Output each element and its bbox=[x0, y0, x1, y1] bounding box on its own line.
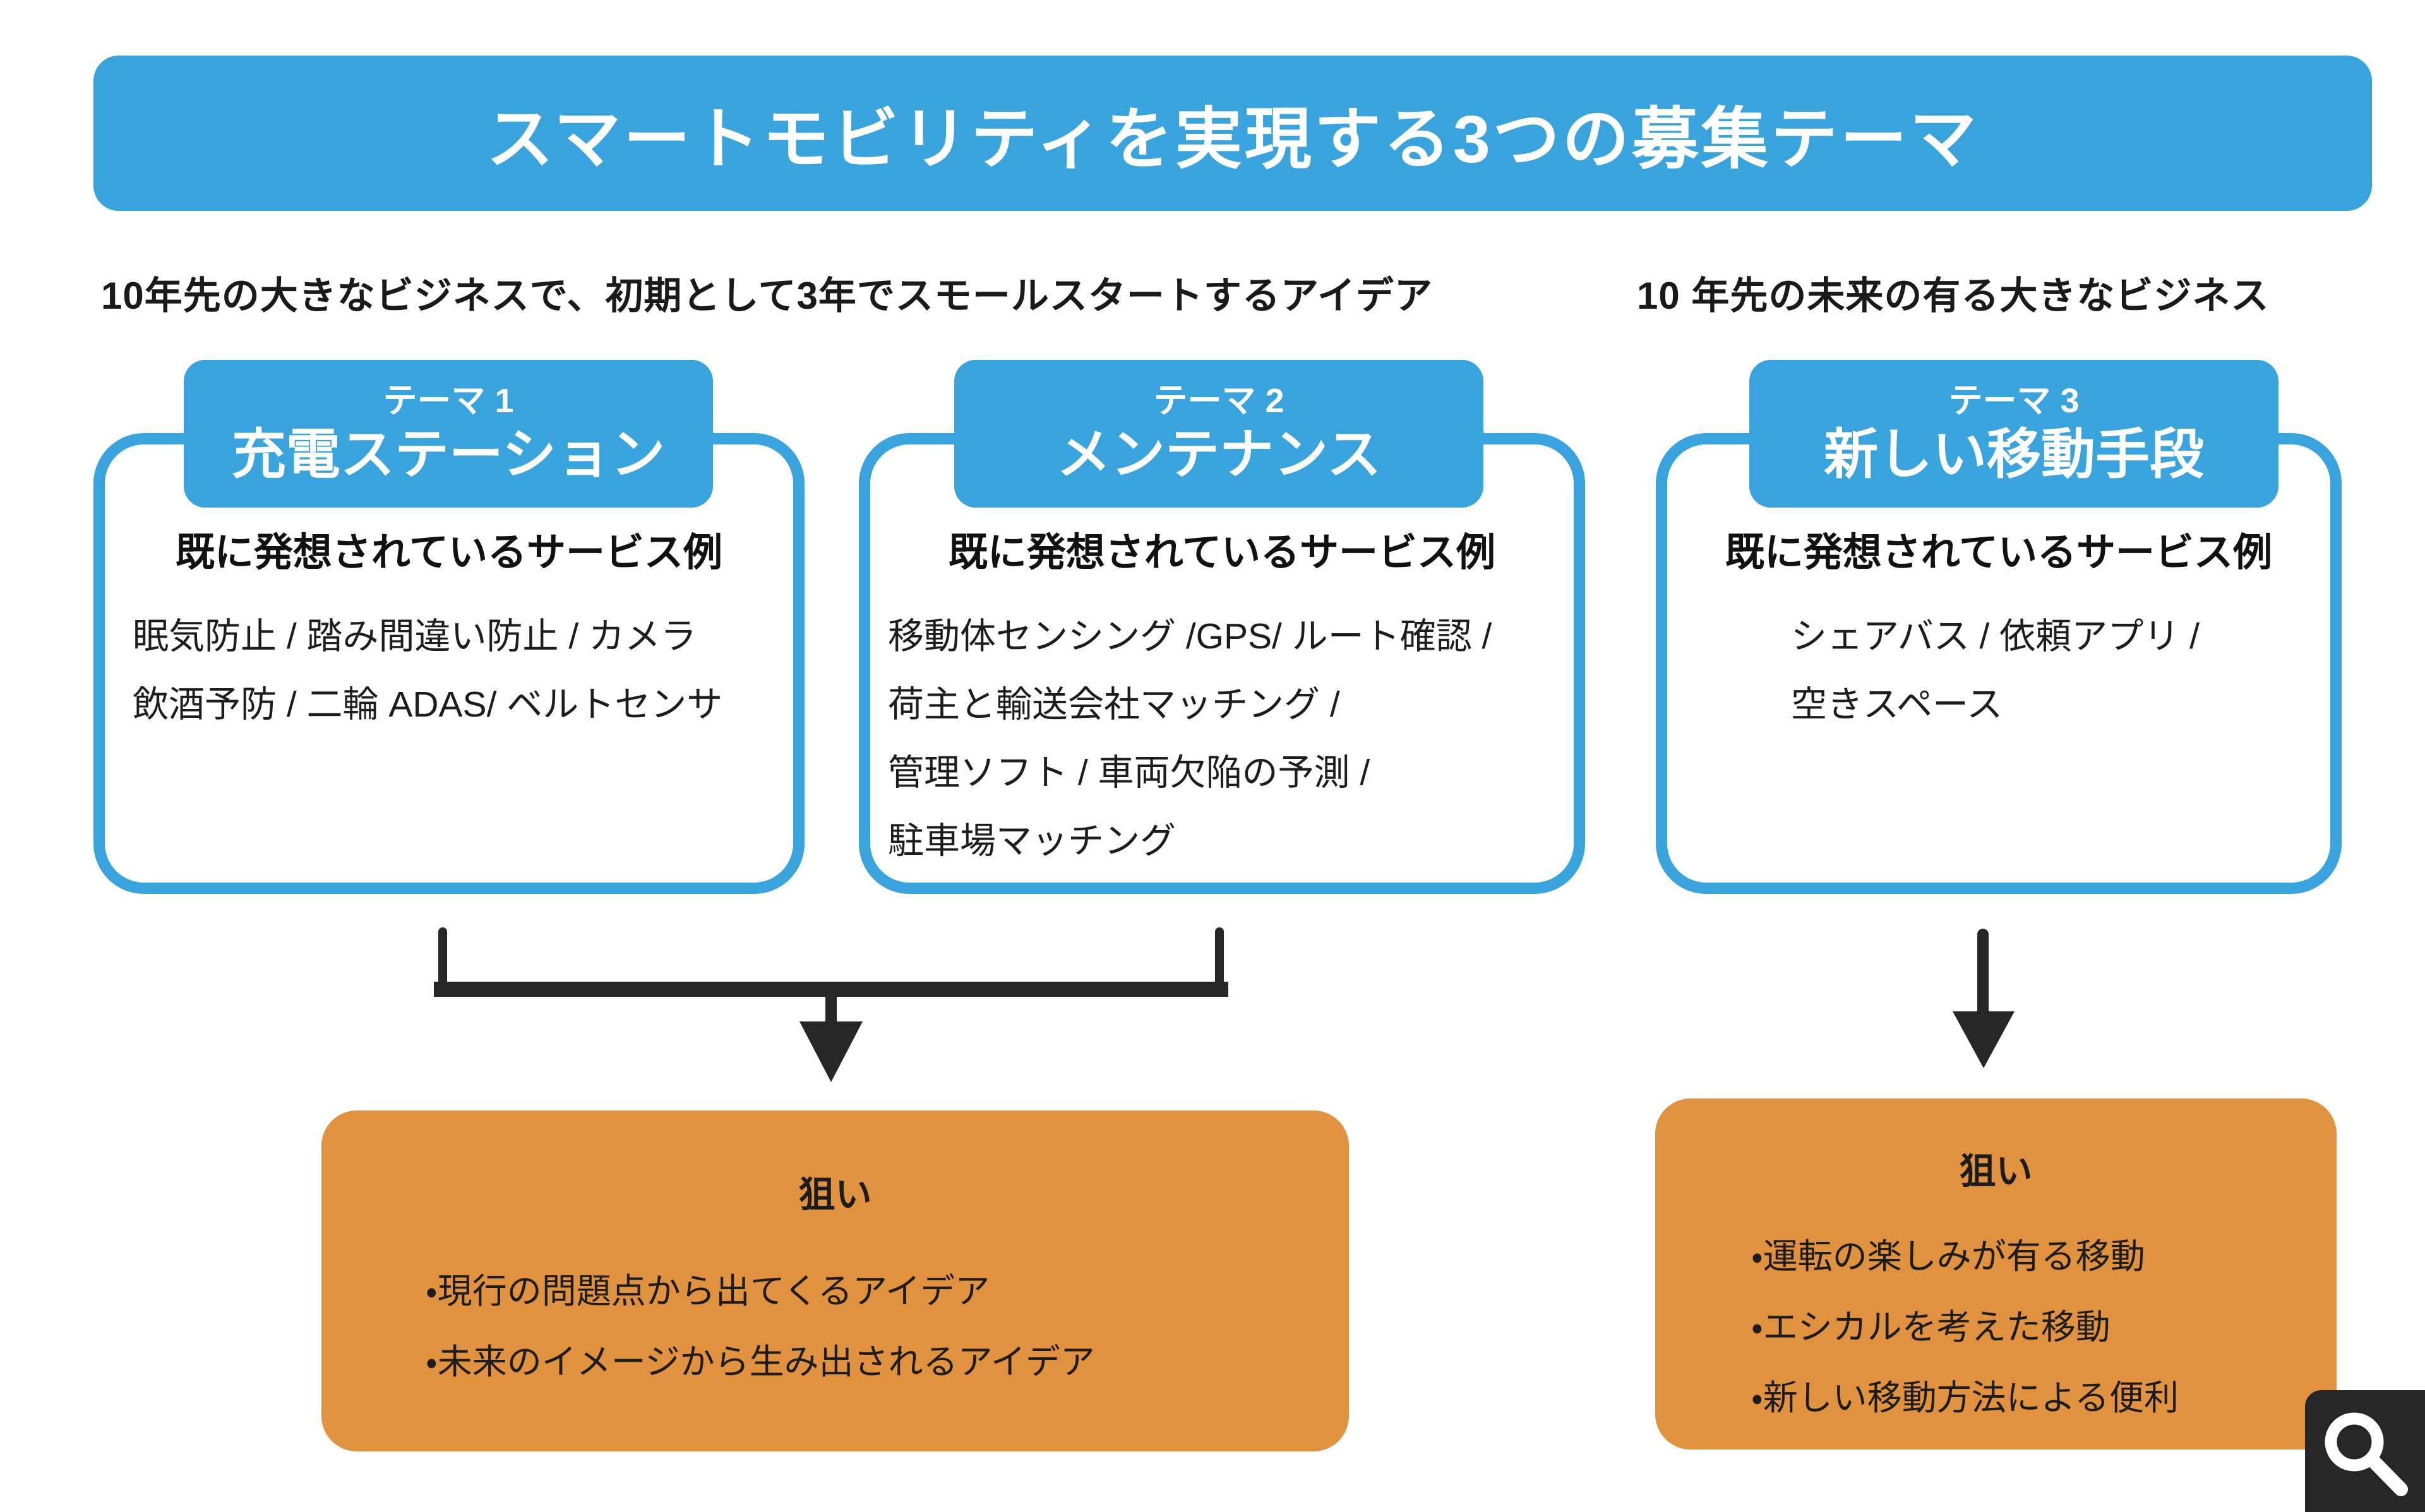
aim-bullet: ・未来のイメージから生み出されるアイデア bbox=[426, 1342, 1095, 1381]
theme2-name: メンテナンス bbox=[1056, 424, 1382, 485]
theme3-name: 新しい移動手段 bbox=[1824, 424, 2204, 485]
example-item: 駐車場マッチング bbox=[888, 821, 1176, 861]
title-banner: スマートモビリティを実現する3つの募集テーマ bbox=[93, 56, 2372, 211]
theme1-name: 充電ステーション bbox=[231, 424, 666, 485]
magnifier-handle bbox=[2366, 1453, 2408, 1496]
aim-bullet: ・新しい移動方法による便利 bbox=[1751, 1378, 2179, 1417]
example-item: シェアバス / 依頼アプリ / bbox=[1791, 616, 2200, 657]
theme1-tag: テーマ 1 bbox=[383, 382, 514, 420]
theme1-examples-list: 眠気防止 / 踏み間違い防止 / カメラ 飲酒予防 / 二輪 ADAS/ ベルト… bbox=[105, 602, 793, 739]
example-item: 荷主と輸送会社マッチング / bbox=[888, 684, 1340, 725]
aim-bullet: ・エシカルを考えた移動 bbox=[1751, 1307, 2111, 1347]
theme1-card: 既に発想されているサービス例 眠気防止 / 踏み間違い防止 / カメラ 飲酒予防… bbox=[93, 433, 805, 894]
aim-title: 狙い bbox=[1959, 1151, 2033, 1192]
theme3-content: 既に発想されているサービス例 シェアバス / 依頼アプリ / 空きスペース bbox=[1667, 444, 2330, 739]
theme2-header: テーマ 2 メンテナンス bbox=[954, 360, 1483, 508]
magnifier-lens bbox=[2325, 1412, 2384, 1472]
example-item: 管理ソフト / 車両欠陥の予測 / bbox=[888, 753, 1370, 793]
theme2-content: 既に発想されているサービス例 移動体センシング /GPS/ ルート確認 / 荷主… bbox=[870, 444, 1574, 875]
theme3-tag: テーマ 3 bbox=[1948, 382, 2080, 420]
theme3-examples-title: 既に発想されているサービス例 bbox=[1725, 531, 2273, 574]
theme2-examples-list: 移動体センシング /GPS/ ルート確認 / 荷主と輸送会社マッチング / 管理… bbox=[870, 602, 1574, 875]
theme1-examples-title: 既に発想されているサービス例 bbox=[175, 531, 723, 574]
theme3-header: テーマ 3 新しい移動手段 bbox=[1749, 360, 2278, 508]
aim-box-themes-1-2: 狙い ・現行の問題点から出てくるアイデア ・未来のイメージから生み出されるアイデ… bbox=[321, 1110, 1349, 1451]
example-item: 空きスペース bbox=[1791, 684, 2003, 725]
theme3-examples-list: シェアバス / 依頼アプリ / 空きスペース bbox=[1667, 602, 2330, 739]
theme3-arrow-head bbox=[1953, 1011, 2015, 1068]
aim-bullet: ・運転の楽しみが有る移動 bbox=[1751, 1237, 2145, 1276]
theme2-examples-title: 既に発想されているサービス例 bbox=[948, 531, 1496, 574]
aim-bullet-list: ・運転の楽しみが有る移動 ・エシカルを考えた移動 ・新しい移動方法による便利 bbox=[1655, 1221, 2337, 1433]
subtitle-left: 10年先の大きなビジネスで、初期として3年でスモールスタートするアイデア bbox=[101, 275, 1433, 317]
theme1-content: 既に発想されているサービス例 眠気防止 / 踏み間違い防止 / カメラ 飲酒予防… bbox=[105, 444, 793, 739]
example-item: 眠気防止 / 踏み間違い防止 / カメラ bbox=[133, 616, 697, 657]
zoom-button[interactable] bbox=[2305, 1390, 2425, 1512]
aim-box-theme-3: 狙い ・運転の楽しみが有る移動 ・エシカルを考えた移動 ・新しい移動方法による便… bbox=[1655, 1098, 2337, 1449]
example-item: 移動体センシング /GPS/ ルート確認 / bbox=[888, 616, 1492, 657]
aim-title: 狙い bbox=[798, 1174, 872, 1215]
theme2-tag: テーマ 2 bbox=[1153, 382, 1284, 420]
subtitle-right: 10 年先の未来の有る大きなビジネス bbox=[1637, 275, 2270, 317]
merge-arrow-head bbox=[799, 1021, 863, 1082]
page-title: スマートモビリティを実現する3つの募集テーマ bbox=[486, 102, 1979, 177]
theme1-header: テーマ 1 充電ステーション bbox=[184, 360, 713, 508]
example-item: 飲酒予防 / 二輪 ADAS/ ベルトセンサ bbox=[133, 684, 723, 725]
magnifier-icon bbox=[2325, 1412, 2408, 1496]
aim-bullet: ・現行の問題点から出てくるアイデア bbox=[426, 1271, 990, 1311]
aim-bullet-list: ・現行の問題点から出てくるアイデア ・未来のイメージから生み出されるアイデア bbox=[321, 1256, 1349, 1397]
